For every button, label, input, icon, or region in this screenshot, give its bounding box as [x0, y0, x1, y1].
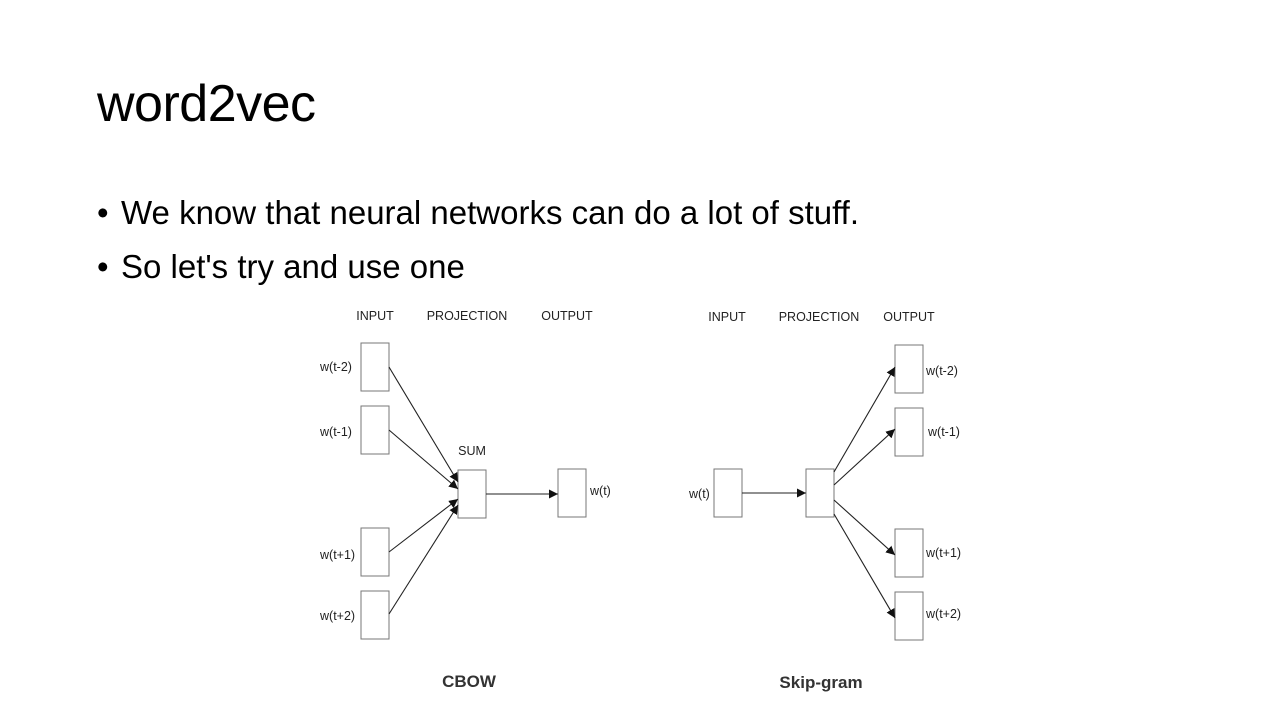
cbow-input-label: w(t+2)	[319, 609, 355, 623]
skipgram-output-label: w(t+1)	[925, 546, 961, 560]
skipgram-header-projection: PROJECTION	[779, 310, 860, 324]
cbow-projection-box	[457, 469, 487, 519]
skipgram-output-label: w(t-1)	[927, 425, 960, 439]
cbow-model: INPUT PROJECTION OUTPUT w(t-2) w(t-1) w(…	[319, 309, 611, 691]
skipgram-projection-box	[805, 468, 835, 518]
skipgram-output-box	[894, 591, 924, 641]
bullet-text: We know that neural networks can do a lo…	[121, 194, 860, 231]
skipgram-input-label: w(t)	[688, 487, 710, 501]
cbow-arrow	[388, 504, 459, 615]
cbow-input-box	[360, 527, 390, 577]
cbow-arrow	[388, 498, 459, 553]
bullet-item: • We know that neural networks can do a l…	[97, 195, 859, 231]
cbow-input-label: w(t-2)	[319, 360, 352, 374]
cbow-input-label: w(t-1)	[319, 425, 352, 439]
cbow-header-output: OUTPUT	[541, 309, 593, 323]
skipgram-output-label: w(t+2)	[925, 607, 961, 621]
cbow-header-input: INPUT	[356, 309, 394, 323]
bullet-dot-icon: •	[97, 194, 109, 231]
skipgram-output-box	[894, 528, 924, 578]
cbow-sum-label: SUM	[458, 444, 486, 458]
skipgram-arrow	[833, 428, 896, 486]
skipgram-model: INPUT PROJECTION OUTPUT w(t) w(t-2) w(t-…	[688, 310, 961, 692]
skipgram-output-label: w(t-2)	[925, 364, 958, 378]
skipgram-header-input: INPUT	[708, 310, 746, 324]
bullet-dot-icon: •	[97, 248, 109, 285]
skipgram-input-box	[713, 468, 743, 518]
cbow-arrow	[388, 429, 459, 490]
bullet-list: • We know that neural networks can do a l…	[97, 195, 859, 303]
cbow-header-projection: PROJECTION	[427, 309, 508, 323]
skipgram-caption: Skip-gram	[779, 673, 862, 692]
cbow-arrow	[388, 366, 459, 483]
cbow-input-label: w(t+1)	[319, 548, 355, 562]
bullet-item: • So let's try and use one	[97, 249, 859, 285]
cbow-caption: CBOW	[442, 672, 497, 691]
skipgram-output-box	[894, 344, 924, 394]
cbow-output-box	[557, 468, 587, 518]
cbow-output-label: w(t)	[589, 484, 611, 498]
skipgram-header-output: OUTPUT	[883, 310, 935, 324]
skipgram-arrow	[833, 366, 896, 473]
bullet-text: So let's try and use one	[121, 248, 465, 285]
cbow-input-box	[360, 342, 390, 392]
cbow-input-box	[360, 405, 390, 455]
skipgram-output-box	[894, 407, 924, 457]
slide-title: word2vec	[97, 75, 316, 133]
cbow-input-box	[360, 590, 390, 640]
skipgram-arrow	[833, 513, 896, 619]
skipgram-arrow	[833, 499, 896, 556]
